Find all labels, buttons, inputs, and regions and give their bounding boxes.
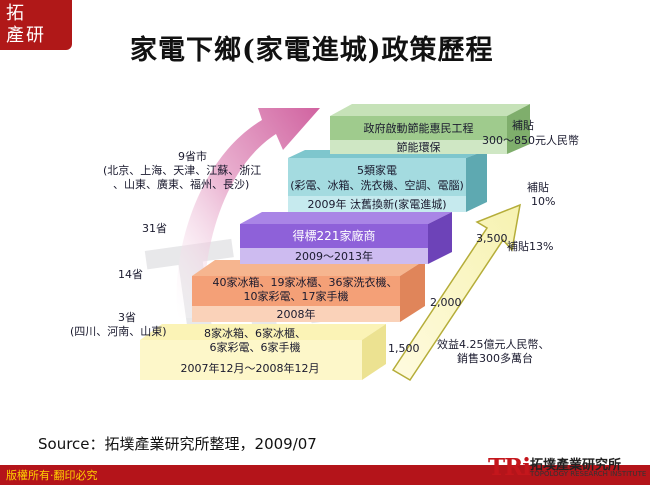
label-9-provinces: 9省市	[178, 150, 207, 163]
subsidy-1-value: 300～850元人民幣	[482, 134, 579, 147]
subsidy-2-value: 10%	[531, 195, 556, 208]
effect-line2: 銷售300多萬台	[457, 352, 533, 365]
brand-name: 拓墣產業研究所	[530, 458, 622, 473]
layer-2-front	[192, 276, 400, 306]
copyright-notice: 版權所有‧翻印必究	[6, 469, 98, 482]
brand-english: TOPOLOGY RESEARCH INSTITUTE	[530, 470, 647, 478]
page-title: 家電下鄉(家電進城)政策歷程	[130, 35, 494, 66]
layer-5-top	[330, 104, 530, 116]
layer-4-front	[288, 158, 466, 196]
layer-3-title: 得標221家廠商	[292, 229, 376, 243]
layer-4-band	[288, 196, 466, 212]
layer-4-title: 5類家電	[357, 164, 397, 177]
label-9-provinces-list2: 、山東、廣東、福州、長沙)	[113, 178, 250, 191]
layer-1-year: 2007年12月～2008年12月	[180, 362, 320, 375]
layer-1-line2: 6家彩電、6家手機	[209, 341, 301, 354]
subsidy-1-title: 補貼	[512, 119, 534, 132]
value-1500: 1,500	[388, 342, 420, 355]
layer-3-band	[240, 248, 428, 264]
logo-char-2: 產研	[6, 25, 46, 46]
layer-1-top	[140, 324, 386, 340]
subsidy-2-title: 補貼	[527, 181, 549, 194]
layer-4-side	[466, 150, 487, 212]
label-31-provinces: 31省	[142, 222, 167, 235]
brand-mark: TRi	[488, 454, 531, 481]
layer-5-front	[330, 116, 507, 140]
layer-5-subtitle: 節能環保	[396, 141, 441, 154]
layer-3-front	[240, 224, 428, 248]
layer-5-title: 政府啟動節能惠民工程	[363, 122, 474, 135]
growth-arrow-curve	[176, 108, 320, 318]
value-2000: 2,000	[430, 296, 462, 309]
label-3-provinces-list: (四川、河南、山東)	[70, 325, 167, 338]
label-9-provinces-list1: (北京、上海、天津、江蘇、浙江	[103, 164, 262, 177]
layer-5-side	[507, 104, 530, 154]
layer-1-front	[140, 340, 362, 380]
layer-3-year: 2009～2013年	[295, 250, 373, 263]
layer-4-items: (彩電、冰箱、洗衣機、空調、電腦)	[290, 179, 464, 192]
layer-2-line1: 40家冰箱、19家冰櫃、36家洗衣機、	[212, 276, 398, 289]
effect-arrow	[391, 203, 521, 382]
layer-1-line1: 8家冰箱、6家冰櫃、	[204, 327, 306, 340]
source-note: Source：拓墣產業研究所整理，2009/07	[38, 435, 317, 453]
label-3-provinces: 3省	[118, 311, 136, 324]
brand-logo: 拓 產研	[0, 0, 72, 50]
layer-4-year: 2009年 汰舊換新(家電進城)	[307, 198, 447, 211]
layer-1-side	[362, 324, 386, 380]
label-14-provinces: 14省	[118, 268, 143, 281]
layer-2-band	[192, 306, 400, 322]
layer-2-year: 2008年	[276, 308, 316, 321]
layer-2-side	[400, 260, 425, 322]
logo-char-1: 拓	[6, 3, 26, 24]
layer-2-line2: 10家彩電、17家手機	[243, 290, 349, 303]
value-3500: 3,500	[476, 232, 508, 245]
subsidy-3: 補貼13%	[507, 240, 554, 253]
layer-3-side	[428, 212, 452, 264]
effect-line1: 效益4.25億元人民幣、	[437, 338, 550, 351]
layer-3-top	[240, 212, 452, 224]
layer-5-band	[330, 140, 507, 154]
footer-bar	[0, 465, 650, 485]
